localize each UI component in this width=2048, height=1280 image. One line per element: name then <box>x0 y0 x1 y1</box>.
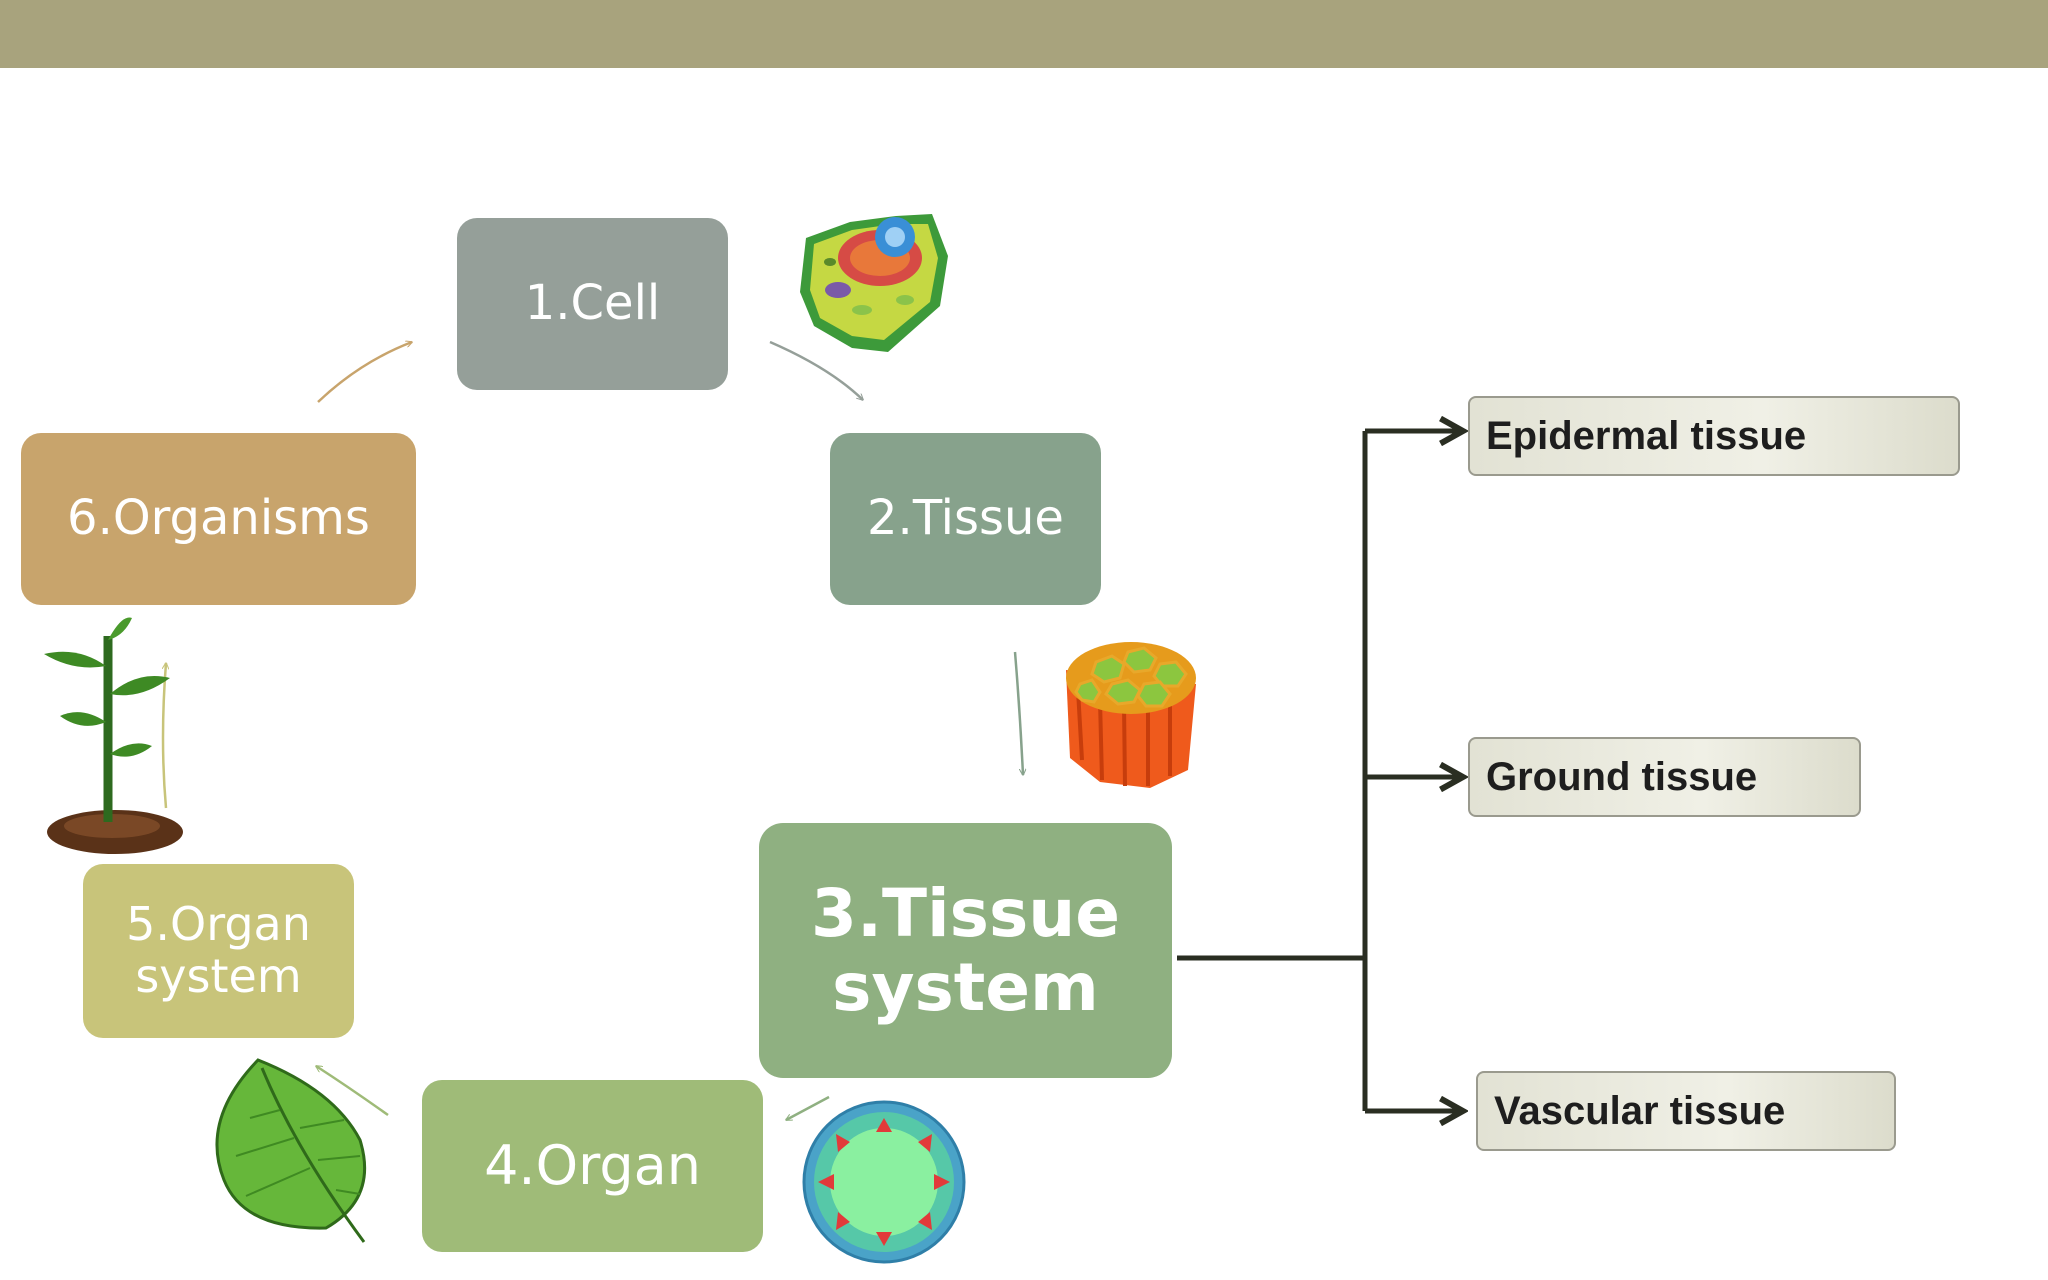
cell-label: 1.Cell <box>524 275 661 332</box>
tissue-node: 2.Tissue <box>830 433 1101 605</box>
vascular-tissue-label: Vascular tissue <box>1494 1088 1786 1133</box>
epidermal-tissue-box: Epidermal tissue <box>1468 396 1960 476</box>
epidermal-tissue-label: Epidermal tissue <box>1486 413 1807 458</box>
arrow-tissue-to-system <box>1013 651 1023 775</box>
tissue-system-node: 3.Tissue system <box>759 823 1172 1078</box>
organ-node: 4.Organ <box>422 1080 763 1252</box>
organ-system-label: 5.Organ system <box>126 897 311 1003</box>
plant-cell-icon <box>800 214 948 352</box>
arrow-cell-to-tissue <box>769 340 863 400</box>
tissue-column-icon <box>1066 642 1196 788</box>
stem-cross-section-icon <box>802 1100 966 1264</box>
arrow-organ-to-leaf <box>316 1064 389 1117</box>
cell-node: 1.Cell <box>457 218 728 390</box>
arrow-system-to-organ <box>786 1095 830 1122</box>
arrow-organsystem-to-organisms <box>161 663 166 809</box>
organ-label: 4.Organ <box>484 1133 701 1197</box>
tissue-system-label: 3.Tissue system <box>811 874 1120 1026</box>
vascular-tissue-box: Vascular tissue <box>1476 1071 1896 1151</box>
tissue-label: 2.Tissue <box>867 490 1064 547</box>
seedling-icon <box>44 617 183 854</box>
header-bar <box>0 0 2048 68</box>
arrow-organisms-to-cell <box>317 342 412 403</box>
leaf-icon <box>215 1058 367 1243</box>
organisms-node: 6.Organisms <box>21 433 416 605</box>
organ-system-node: 5.Organ system <box>83 864 354 1038</box>
ground-tissue-box: Ground tissue <box>1468 737 1861 817</box>
organisms-label: 6.Organisms <box>67 490 370 547</box>
ground-tissue-label: Ground tissue <box>1486 754 1758 799</box>
